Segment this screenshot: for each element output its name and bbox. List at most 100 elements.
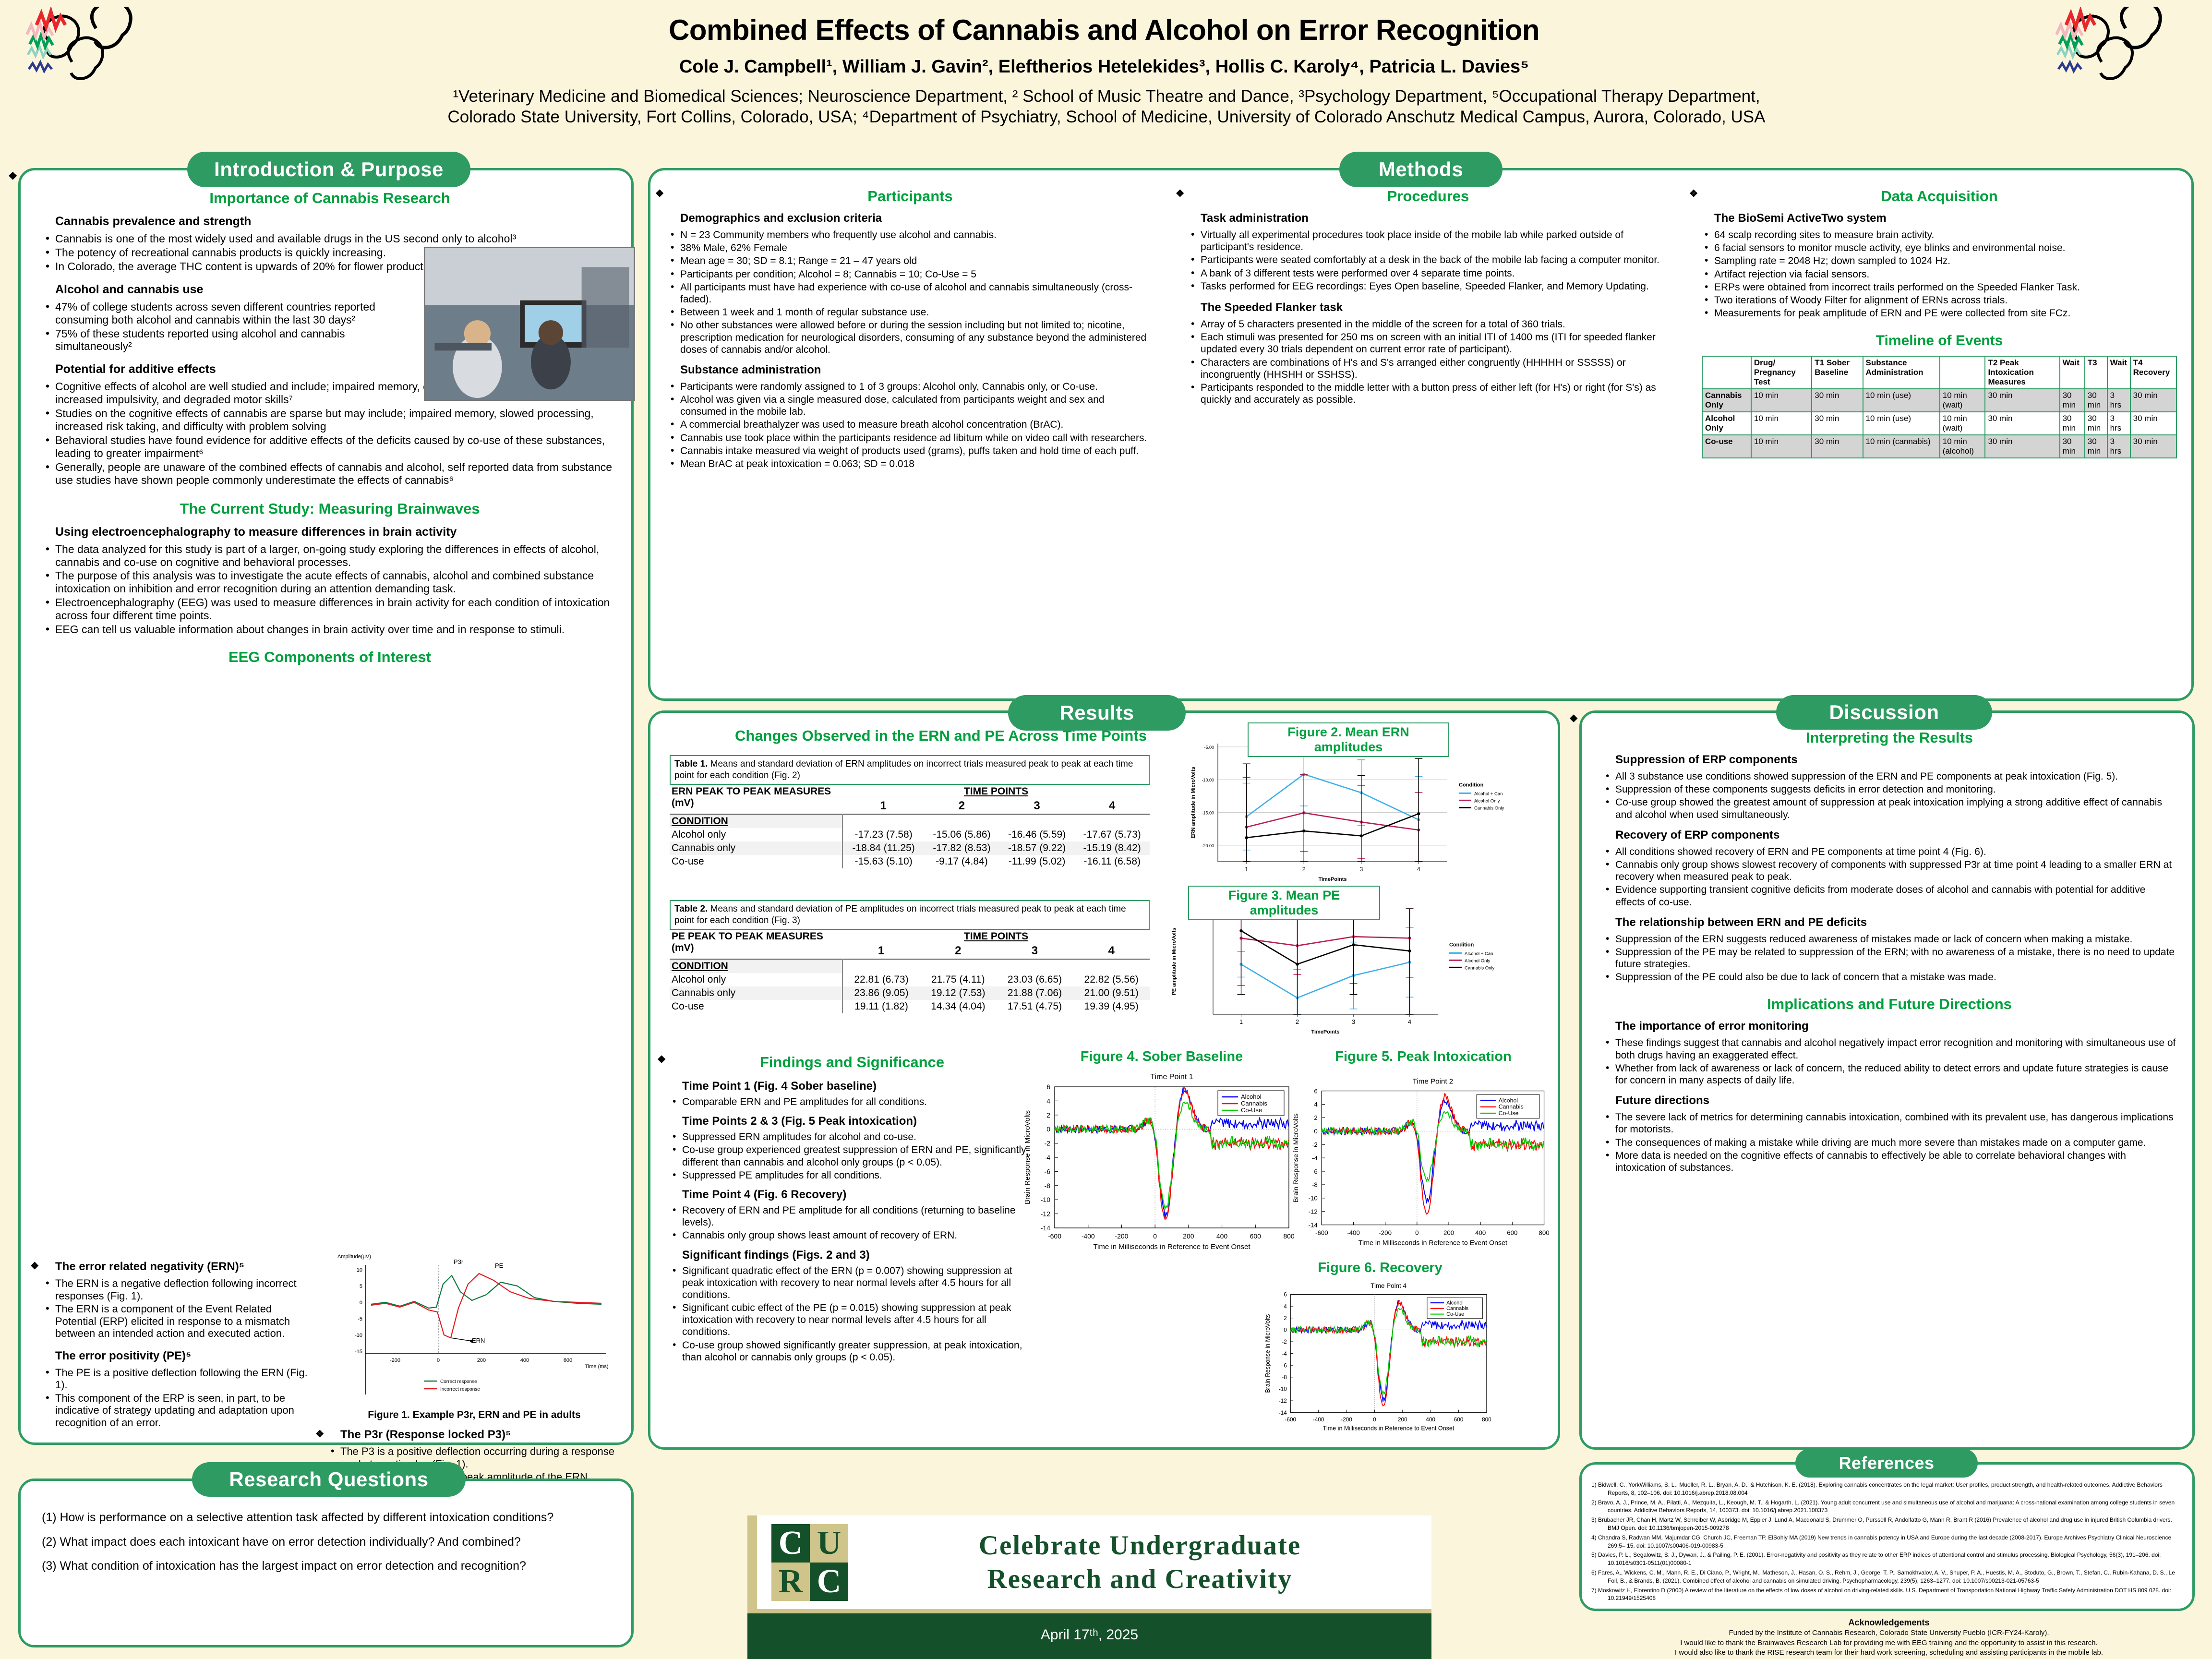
table1-spacer [842,813,1150,828]
svg-text:Time in Milliseconds in Refere: Time in Milliseconds in Reference to Eve… [1093,1243,1250,1251]
poster-header: Combined Effects of Cannabis and Alcohol… [0,0,2212,154]
svg-text:-15.00: -15.00 [1202,811,1214,816]
data-acq-bullet-5: Two iterations of Woody Filter for align… [1702,294,2177,306]
data-acq-bullet-0: 64 scalp recording sites to measure brai… [1702,228,2177,241]
procedures-group-1-list: Virtually all experimental procedures to… [1188,228,1668,292]
discussion-bullet-0: Suppression of the ERN suggests reduced … [1603,933,2176,945]
svg-text:0: 0 [1415,1229,1419,1237]
data-acq-bullet-1: 6 facial sensors to monitor muscle activ… [1702,241,2177,254]
timeline-cell-1-0: Alcohol Only [1702,411,1752,436]
table2-col-0: 1 [878,944,885,957]
table2-cell-1-3: 21.00 (9.51) [1084,987,1139,998]
svg-text:2: 2 [1302,866,1306,873]
table-row: Alcohol only-17.23 (7.58)-15.06 (5.86)-1… [670,828,1150,842]
research-question-2: (3) What condition of intoxication has t… [42,1559,526,1573]
participants-bullet-0: N = 23 Community members who frequently … [668,228,1153,241]
brainwaves-logo-left [25,7,132,80]
table2-cell-1-1: 19.12 (7.53) [931,987,986,998]
svg-text:-4: -4 [1312,1154,1318,1162]
svg-text:3: 3 [1359,866,1363,873]
figure-4-title: Figure 4. Sober Baseline [1080,1049,1243,1064]
timeline-cell-2-4: 10 min (alcohol) [1939,434,1986,459]
timeline-cell-0-5: 30 min [1984,388,2060,413]
procedures-bullet-1: Participants were seated comfortably at … [1188,253,1668,266]
participants-bullet-1: Alcohol was given via a single measured … [668,393,1153,418]
table2-condition-label: CONDITION [670,958,843,973]
svg-text:Time in Milliseconds in Refere: Time in Milliseconds in Reference to Eve… [1358,1239,1507,1247]
results-panel: Changes Observed in the ERN and PE Acros… [648,710,1560,1450]
table2-cell-0-3: 22.82 (5.56) [1084,974,1139,985]
table1-cell-1-3: -15.19 (8.42) [1083,842,1141,854]
acknowledgement-line-2: I would also like to thank the RISE rese… [1674,1648,2104,1657]
svg-text:6: 6 [1046,1083,1050,1091]
figure-2: Figure 2. Mean ERN amplitudes -5.00-10.0… [1188,722,1553,895]
svg-text:-200: -200 [1341,1417,1352,1423]
svg-text:Co-Use: Co-Use [1499,1110,1519,1117]
table1-row-label-1: Cannabis only [670,841,843,855]
curc-line-1: Celebrate Undergraduate [978,1530,1301,1561]
intro-bullet-1: The purpose of this analysis was to inve… [43,569,617,595]
discussion-group-4-title: The importance of error monitoring [1615,1020,2176,1033]
acknowledgement-line-0: Funded by the Institute of Cannabis Rese… [1729,1629,2049,1637]
procedures-bullet-1: Each stimuli was presented for 250 ms on… [1188,331,1668,355]
table1-cell-2-3: -16.11 (6.58) [1083,855,1141,867]
timeline-cell-0-1: 10 min [1750,388,1813,413]
timeline-cell-0-7: 30 min [2084,388,2108,413]
timeline-cell-1-5: 30 min [1984,411,2060,436]
data-acq-bullet-2: Sampling rate = 2048 Hz; down sampled to… [1702,254,2177,267]
svg-text:TimePoints: TimePoints [1311,1029,1339,1035]
svg-text:Time (ms): Time (ms) [585,1364,608,1370]
table-1-ern: ERN PEAK TO PEAK MEASURES (mV)TIME POINT… [670,785,1150,868]
participants-group-1-title: Demographics and exclusion criteria [680,212,1153,225]
affiliation-line-2: Colorado State University, Fort Collins,… [447,107,1766,126]
svg-text:Cannabis Only: Cannabis Only [1474,805,1504,811]
svg-text:Cannabis Only: Cannabis Only [1465,965,1495,971]
svg-text:-12: -12 [1279,1398,1287,1404]
intro-group-5-list: The ERN is a negative deflection followi… [43,1277,312,1340]
participants-bullet-5: Between 1 week and 1 month of regular su… [668,306,1153,318]
svg-text:1: 1 [1245,866,1248,873]
svg-text:0: 0 [1046,1125,1050,1133]
svg-text:ERN amplitude in MicroVolts: ERN amplitude in MicroVolts [1190,767,1196,839]
discussion-group-3-list: Suppression of the ERN suggests reduced … [1603,933,2176,984]
svg-text:2: 2 [1296,1018,1299,1025]
svg-text:Co-Use: Co-Use [1446,1311,1464,1317]
svg-text:-400: -400 [1313,1417,1324,1423]
participants-bullet-1: 38% Male, 62% Female [668,241,1153,254]
participants-bullet-5: Mean BrAC at peak intoxication = 0.063; … [668,457,1153,470]
intro-bullet-0: Cannabis is one of the most widely used … [43,232,617,245]
discussion-bullet-1: Suppression of these components suggests… [1603,783,2176,795]
svg-text:-10: -10 [1041,1196,1050,1203]
table1-col-3: 4 [1109,799,1116,812]
timeline-cell-2-0: Co-use [1702,434,1752,459]
timeline-cell-0-8: 3 hrs [2106,388,2131,413]
discussion-bullet-0: All conditions showed recovery of ERN an… [1603,845,2176,858]
table2-cell-1-2: 21.88 (7.06) [1007,987,1062,998]
findings-list: Time Point 1 (Fig. 4 Sober baseline)Comp… [670,1080,1034,1363]
participants-bullet-2: A commercial breathalyzer was used to me… [668,418,1153,431]
svg-text:Alcohol Only: Alcohol Only [1474,798,1500,804]
svg-text:400: 400 [1426,1417,1435,1423]
timeline-header-5: T2 Peak Intoxication Measures [1984,356,2060,390]
timeline-cell-0-4: 10 min (wait) [1939,388,1986,413]
intro-bullet-0: 47% of college students across seven dif… [43,300,379,326]
participants-bullet-0: Participants were randomly assigned to 1… [668,380,1153,393]
table1-condition-label: CONDITION [670,813,843,828]
table2-cell-2-2: 17.51 (4.75) [1007,1000,1062,1012]
table2-cell-0-1: 21.75 (4.11) [931,974,985,985]
svg-text:-14: -14 [1041,1224,1050,1232]
table1-cell-2-1: -9.17 (4.84) [936,855,988,867]
svg-text:Alcohol + Can: Alcohol + Can [1465,951,1493,956]
procedures-group-2-title: The Speeded Flanker task [1201,301,1668,314]
svg-text:Co-Use: Co-Use [1241,1106,1262,1114]
participants-bullet-4: Cannabis intake measured via weight of p… [668,445,1153,457]
discussion-group-2-title: Recovery of ERP components [1615,829,2176,842]
research-questions-list: (1) How is performance on a selective at… [21,1481,631,1574]
timeline-header-8: Wait [2106,356,2131,390]
table1-cell-0-2: -16.46 (5.59) [1008,829,1066,840]
svg-text:-2: -2 [1312,1141,1318,1148]
findings-heading: Findings and Significance [759,1054,945,1070]
